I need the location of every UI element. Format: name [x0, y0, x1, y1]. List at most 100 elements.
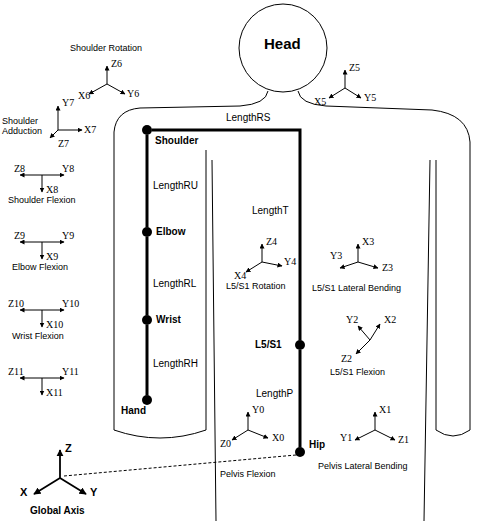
body-segment — [146, 237, 149, 315]
axis-label: Y0 — [252, 404, 264, 415]
coordinate-frame — [42, 310, 64, 311]
coordinate-frame — [20, 310, 42, 311]
body-outline — [114, 4, 470, 521]
coordinate-frame — [248, 412, 249, 430]
axis-label: Y4 — [284, 256, 296, 267]
coordinate-frame — [58, 130, 82, 131]
axis-label: X3 — [362, 236, 374, 247]
axis-label: Y7 — [62, 97, 74, 108]
frame-title: Shoulder Rotation — [70, 44, 142, 54]
global-axis — [60, 478, 86, 494]
axis-label: Y1 — [340, 432, 352, 443]
joint-dot: Hip — [295, 447, 305, 457]
coordinate-frame — [375, 412, 376, 430]
axis-label: Z4 — [266, 236, 277, 247]
axis-label: Y11 — [62, 366, 79, 377]
axis-label: X1 — [379, 404, 391, 415]
axis-label: Z6 — [111, 58, 122, 69]
body-outline — [436, 160, 437, 430]
body-outline — [436, 430, 470, 436]
frame-title: Pelvis Flexion — [220, 470, 276, 480]
coordinate-frame — [370, 324, 380, 340]
coordinate-frame — [42, 378, 43, 395]
coordinate-frame — [246, 262, 262, 272]
axis-label: X2 — [384, 314, 396, 325]
axis-label: X7 — [84, 124, 96, 135]
frame-title: Wrist Flexion — [12, 332, 64, 342]
axis-label: X6 — [78, 90, 90, 101]
body-outline — [114, 91, 268, 430]
joint-dot: Shoulder — [142, 125, 152, 135]
coordinate-frame — [107, 66, 108, 84]
coordinate-frame — [375, 430, 395, 440]
coordinate-frame — [107, 84, 125, 94]
axis-label: X0 — [272, 432, 284, 443]
coordinate-frame — [358, 244, 359, 262]
axis-label: Z9 — [14, 230, 25, 241]
coordinate-frame — [356, 340, 370, 354]
segment-length: LengthRS — [226, 112, 270, 123]
coordinate-frame — [89, 84, 107, 94]
coordinate-frame — [232, 430, 248, 440]
segment-length: LengthP — [256, 388, 293, 399]
coordinate-frame — [20, 378, 42, 379]
axis-label: X11 — [46, 387, 63, 398]
global-axis — [34, 478, 60, 494]
coordinate-frame — [355, 430, 375, 440]
coordinate-frame — [340, 262, 358, 268]
axis-label: Z10 — [8, 298, 24, 309]
axis-title: Global Axis — [30, 505, 85, 516]
body-part-label: Head — [264, 36, 301, 53]
joint-dot: Elbow — [142, 227, 152, 237]
coordinate-frame — [358, 326, 370, 340]
coordinate-frame — [50, 130, 58, 138]
body-segment — [146, 325, 149, 395]
axis-label: Y5 — [364, 92, 376, 103]
segment-length: LengthT — [252, 205, 289, 216]
axis-label: X8 — [46, 184, 58, 195]
coordinate-frame — [42, 242, 43, 259]
frame-title: Pelvis Lateral Bending — [318, 462, 408, 472]
coordinate-frame — [42, 242, 64, 243]
axis-label: X4 — [234, 270, 246, 281]
axis-label: Z — [65, 442, 72, 454]
axis-label: X — [20, 486, 27, 498]
segment-length: LengthRL — [153, 278, 196, 289]
frame-title: Shoulder Adduction — [2, 117, 48, 137]
axis-label: Z2 — [341, 353, 352, 364]
body-segment — [299, 350, 302, 447]
joint-dot: L5/S1 — [295, 340, 305, 350]
body-segment — [152, 130, 300, 340]
frame-title: Shoulder Flexion — [8, 196, 76, 206]
coordinate-frame — [42, 175, 64, 176]
axis-label: Y6 — [127, 88, 139, 99]
joint-label: Wrist — [156, 314, 181, 325]
coordinate-frame — [42, 175, 43, 192]
frame-title: L5/S1 Lateral Bending — [312, 284, 401, 294]
frame-title: L5/S1 Flexion — [330, 368, 385, 378]
coordinate-frame — [248, 430, 268, 438]
global-axis — [34, 450, 86, 494]
body-outline — [424, 160, 430, 521]
coordinate-frame — [58, 106, 59, 130]
coordinate-frame — [345, 88, 361, 98]
joint-label: Hand — [121, 405, 146, 416]
axis-label: Y — [90, 486, 97, 498]
coordinate-frame — [262, 262, 282, 266]
frame-title: Elbow Flexion — [12, 263, 68, 273]
axis-label: Z1 — [398, 434, 409, 445]
frame-title: L5/S1 Rotation — [226, 282, 286, 292]
body-segment — [146, 135, 149, 227]
axis-label: X10 — [46, 319, 63, 330]
axis-label: Z8 — [14, 163, 25, 174]
joint-label: Hip — [309, 439, 325, 450]
body-outline — [239, 4, 327, 92]
global-axis — [59, 450, 61, 478]
joint-dot: Hand — [142, 395, 152, 405]
axis-label: Y8 — [62, 163, 74, 174]
joint-label: Shoulder — [155, 135, 198, 146]
axis-label: Y10 — [62, 298, 79, 309]
axis-label: Z0 — [220, 438, 231, 449]
coordinate-frame — [329, 88, 345, 98]
coordinate-frame — [42, 310, 43, 327]
